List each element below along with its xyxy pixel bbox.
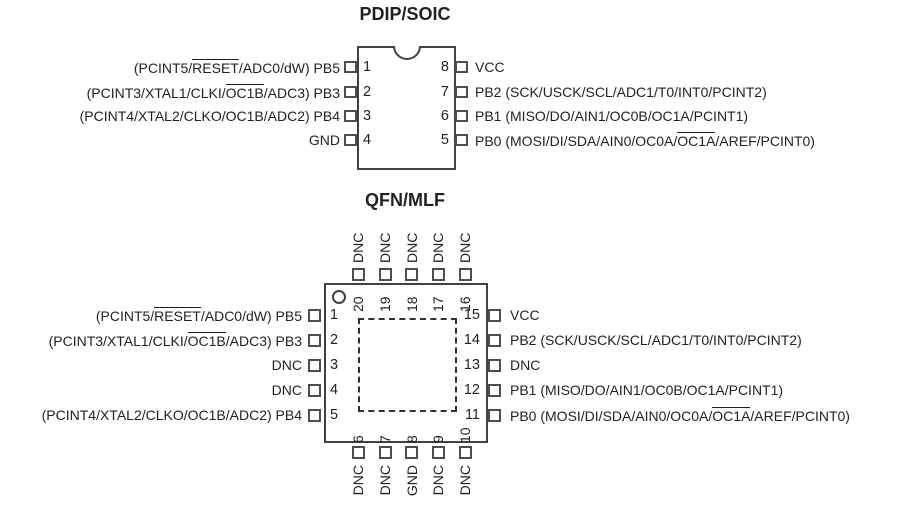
- pdip-pin3-square: [344, 110, 357, 122]
- pdip-pin1-number: 1: [363, 59, 372, 75]
- qfn-pin16-label: DNC: [457, 232, 473, 263]
- qfn-pin3-square: [308, 359, 321, 372]
- qfn-pin19-square: [378, 268, 392, 281]
- qfn-pin6-number: 6: [350, 435, 366, 443]
- qfn-pin4-square: [308, 384, 321, 397]
- pdip-pin2-label: (PCINT3/XTAL1/CLKI/OC1B/ADC3) PB3: [86, 84, 340, 101]
- qfn-pin14-label: PB2 (SCK/USCK/SCL/ADC1/T0/INT0/PCINT2): [510, 332, 802, 348]
- qfn-pin17-square: [431, 268, 445, 281]
- qfn-pin2-square: [308, 334, 321, 347]
- qfn-pin13-number: 13: [463, 357, 480, 373]
- qfn-pin10-square: [458, 446, 472, 459]
- pdip-pin7-square: [455, 86, 468, 98]
- qfn-pin18-number: 18: [403, 296, 420, 312]
- qfn-pin1-number: 1: [330, 307, 339, 323]
- qfn-pin8-label: GND: [403, 465, 420, 497]
- qfn-pin13-square: [488, 359, 501, 372]
- qfn-exposed-pad: [358, 318, 457, 412]
- qfn-pin17-number: 17: [430, 296, 446, 312]
- pdip-pin3-label: (PCINT4/XTAL2/CLKO/OC1B/ADC2) PB4: [79, 108, 340, 124]
- pdip-pin7-label: PB2 (SCK/USCK/SCL/ADC1/T0/INT0/PCINT2): [475, 84, 767, 100]
- qfn-pin1-marker-icon: [332, 290, 346, 304]
- qfn-pin11-square: [488, 409, 501, 422]
- qfn-chip-body: [324, 283, 488, 443]
- qfn-pin12-square: [488, 384, 501, 397]
- pdip-pin5-square: [455, 134, 468, 146]
- qfn-pin5-label: (PCINT4/XTAL2/CLKO/OC1B/ADC2) PB4: [41, 407, 302, 423]
- qfn-pin6-square: [351, 446, 365, 459]
- pdip-chip-body: [357, 46, 456, 170]
- qfn-pin7-square: [378, 446, 392, 459]
- qfn-pin8-number: 8: [403, 435, 420, 443]
- pdip-pin5-label: PB0 (MOSI/DI/SDA/AIN0/OC0A/OC1A/AREF/PCI…: [475, 132, 815, 149]
- qfn-pin19-number: 19: [377, 296, 393, 312]
- pdip-pin6-square: [455, 110, 468, 122]
- qfn-pin15-square: [488, 309, 501, 322]
- pdip-pin3-number: 3: [363, 108, 372, 124]
- qfn-pin14-number: 14: [463, 332, 480, 348]
- pdip-title: PDIP/SOIC: [359, 4, 451, 24]
- qfn-pin12-label: PB1 (MISO/DO/AIN1/OC0B/OC1A/PCINT1): [510, 382, 784, 398]
- qfn-pin9-number: 9: [430, 435, 446, 443]
- qfn-pin1-square: [308, 309, 321, 322]
- qfn-pin6-label: DNC: [350, 465, 366, 496]
- qfn-pin7-label: DNC: [377, 465, 393, 496]
- qfn-pin20-square: [351, 268, 365, 281]
- pdip-pin6-label: PB1 (MISO/DO/AIN1/OC0B/OC1A/PCINT1): [475, 108, 749, 124]
- qfn-pin2-number: 2: [330, 332, 339, 348]
- qfn-pin19-label: DNC: [377, 232, 393, 263]
- qfn-pin20-number: 20: [350, 296, 366, 312]
- pdip-pin8-label: VCC: [475, 59, 505, 75]
- qfn-pin18-label: DNC: [403, 232, 420, 263]
- qfn-pin9-label: DNC: [430, 465, 446, 496]
- qfn-pin17-label: DNC: [430, 232, 446, 263]
- qfn-pin3-number: 3: [330, 357, 339, 373]
- qfn-pin18-square: [405, 268, 418, 281]
- pdip-pin6-number: 6: [440, 108, 449, 124]
- qfn-pin20-label: DNC: [350, 232, 366, 263]
- qfn-pin15-number: 15: [463, 307, 480, 323]
- qfn-pin4-number: 4: [330, 382, 339, 398]
- qfn-pin10-number: 10: [457, 427, 473, 443]
- qfn-pin4-label: DNC: [271, 382, 302, 398]
- qfn-title: QFN/MLF: [365, 190, 445, 210]
- qfn-pin8-square: [405, 446, 418, 459]
- pdip-pin8-square: [455, 61, 468, 73]
- qfn-pin11-number: 11: [464, 407, 480, 423]
- pdip-notch-icon: [392, 46, 421, 60]
- pdip-pin4-label: GND: [308, 132, 340, 148]
- pdip-pin7-number: 7: [440, 84, 449, 100]
- pdip-pin4-number: 4: [363, 132, 372, 148]
- qfn-pin5-square: [308, 409, 321, 422]
- qfn-pin3-label: DNC: [271, 357, 302, 373]
- pdip-pin8-number: 8: [440, 59, 449, 75]
- pdip-pin5-number: 5: [440, 132, 449, 148]
- qfn-pin9-square: [431, 446, 445, 459]
- pdip-pin2-number: 2: [363, 84, 372, 100]
- qfn-pin10-label: DNC: [457, 465, 473, 496]
- pdip-pin2-square: [344, 86, 357, 98]
- qfn-pin15-label: VCC: [510, 307, 540, 323]
- qfn-pin13-label: DNC: [510, 357, 541, 373]
- pdip-pin1-label: (PCINT5/RESET/ADC0/dW) PB5: [133, 59, 340, 76]
- qfn-pin12-number: 12: [463, 382, 480, 398]
- qfn-pin7-number: 7: [377, 435, 393, 443]
- qfn-pin1-label: (PCINT5/RESET/ADC0/dW) PB5: [95, 307, 302, 324]
- qfn-pin5-number: 5: [330, 407, 339, 423]
- qfn-pin11-label: PB0 (MOSI/DI/SDA/AIN0/OC0A/OC1A/AREF/PCI…: [510, 407, 850, 424]
- qfn-pin16-square: [458, 268, 472, 281]
- qfn-pin2-label: (PCINT3/XTAL1/CLKI/OC1B/ADC3) PB3: [48, 332, 302, 349]
- qfn-pin14-square: [488, 334, 501, 347]
- pdip-pin1-square: [344, 61, 357, 73]
- pdip-pin4-square: [344, 134, 357, 146]
